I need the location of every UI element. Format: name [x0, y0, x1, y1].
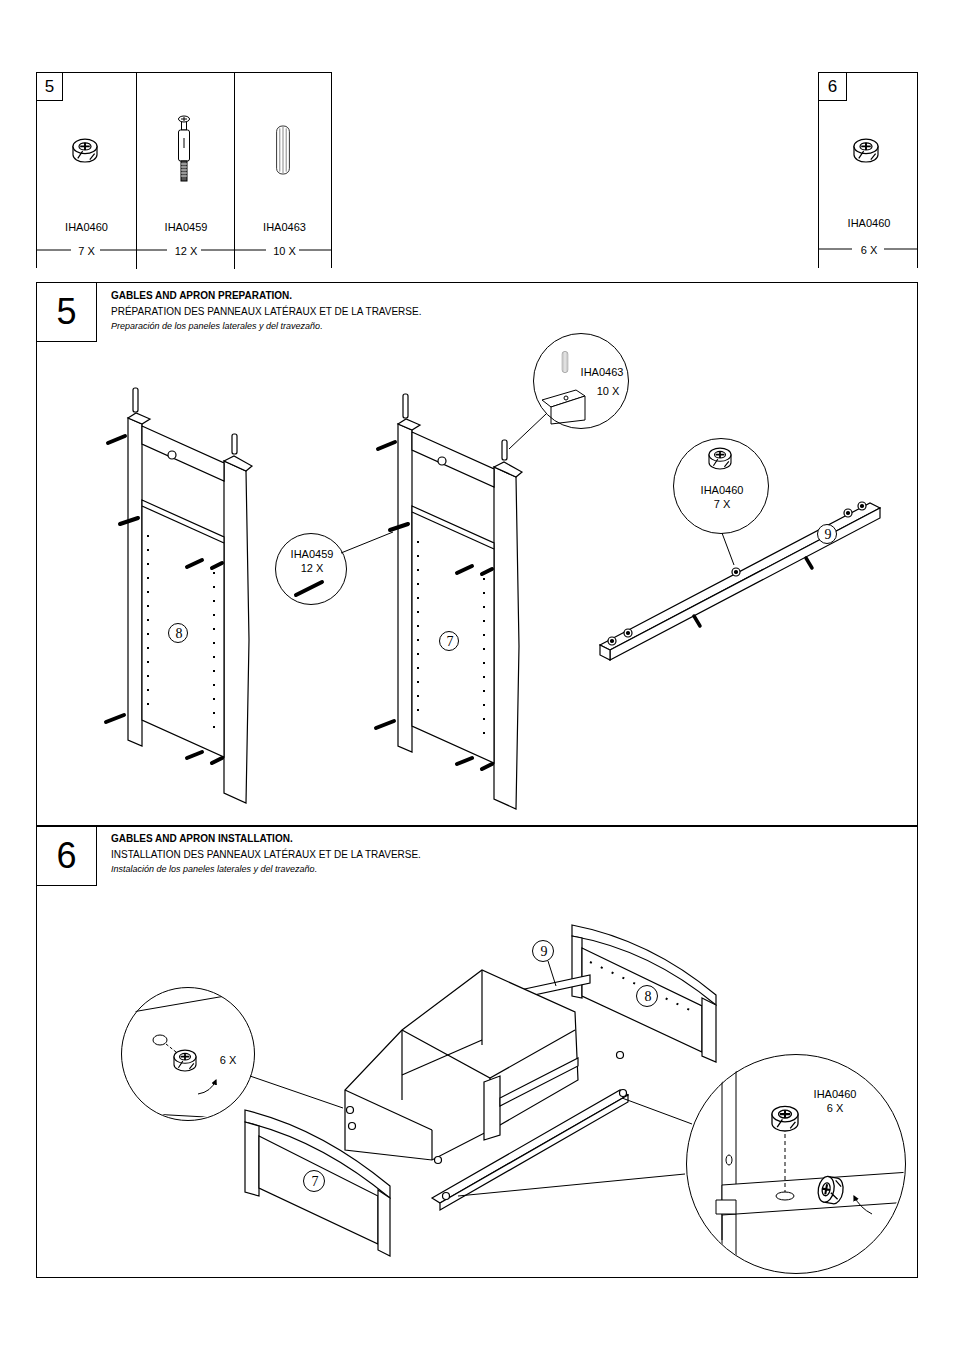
step-number: 6	[37, 827, 97, 886]
part-code: IHA0460	[701, 484, 744, 497]
hardware-callout: IHA04607 X	[673, 438, 769, 534]
callout-contents	[296, 352, 731, 596]
hardware-panel: 5IHA0460 7 X IHA0459 12 X IHA0463 10 X	[36, 72, 332, 268]
quantity: 6 X	[861, 244, 878, 257]
part-number-circle: 9	[817, 524, 837, 544]
part-code: IHA0459	[165, 221, 208, 234]
quantity: 12 X	[175, 245, 198, 258]
step-title: GABLES AND APRON INSTALLATION.	[111, 833, 293, 845]
detail-right	[686, 1040, 910, 1290]
part-code: IHA0459	[291, 548, 334, 561]
part-code: IHA0463	[263, 221, 306, 234]
leader-lines-step6	[250, 961, 692, 1196]
hardware-callout: IHA0463 10 X	[533, 333, 629, 429]
quantity: 7 X	[78, 245, 95, 258]
quantity: 7 X	[714, 498, 731, 511]
step-title: PRÉPARATION DES PANNEAUX LATÉRAUX ET DE …	[111, 306, 421, 318]
part-number-circle: 7	[439, 631, 459, 651]
hardware-callout: IHA045912 X	[275, 533, 347, 605]
part-number-circle: 8	[168, 623, 188, 643]
step-title: INSTALLATION DES PANNEAUX LATÉRAUX ET DE…	[111, 849, 421, 861]
part-number-circle: 9	[532, 940, 554, 962]
step-title: Preparación de los paneles laterales y d…	[111, 321, 323, 331]
part-number: 7	[447, 634, 454, 650]
detail-left	[115, 987, 260, 1120]
hardware-cell: IHA0460 7 X	[37, 73, 136, 269]
quantity-rules	[37, 249, 918, 250]
part-number: 7	[312, 1174, 319, 1190]
step-title: Instalación de los paneles laterales y d…	[111, 864, 317, 874]
step-panel: 6 GABLES AND APRON INSTALLATION. INSTALLAT…	[36, 826, 918, 1278]
step-title: GABLES AND APRON PREPARATION.	[111, 290, 292, 302]
apron-step5	[600, 502, 880, 660]
step-number: 5	[37, 283, 97, 342]
quantity: 12 X	[301, 562, 324, 575]
quantity: 10 X	[273, 245, 296, 258]
step-number: 5	[37, 73, 63, 101]
part-code: IHA0460	[814, 1088, 857, 1101]
assembly-step6	[245, 925, 716, 1256]
detail-callout: 6 X	[121, 987, 255, 1121]
part-code: IHA0463	[581, 366, 624, 379]
part-number: 8	[176, 626, 183, 642]
quantity: 10 X	[597, 385, 620, 398]
hardware-panel: 6IHA0460 6 X	[818, 72, 918, 268]
hardware-cell: IHA0463 10 X	[234, 73, 333, 269]
hardware-cell: IHA0459 12 X	[136, 73, 234, 269]
part-code: IHA0460	[65, 221, 108, 234]
hardware-icons	[73, 116, 878, 181]
quantity: 6 X	[220, 1054, 237, 1067]
step-number: 6	[819, 73, 847, 101]
part-number: 9	[541, 944, 548, 960]
part-number: 9	[825, 527, 832, 543]
gables-step5	[106, 388, 522, 809]
step-panel: 5 GABLES AND APRON PREPARATION. PRÉPARATIO…	[36, 282, 918, 826]
hardware-cell: IHA0460 6 X	[819, 73, 919, 269]
part-code: IHA0460	[848, 217, 891, 230]
quantity: 6 X	[827, 1102, 844, 1115]
leader-lines-step5	[341, 414, 734, 565]
part-number-circle: 8	[636, 985, 658, 1007]
detail-callout: IHA04606 X	[686, 1054, 906, 1274]
part-number: 8	[645, 989, 652, 1005]
part-number-circle: 7	[303, 1170, 325, 1192]
